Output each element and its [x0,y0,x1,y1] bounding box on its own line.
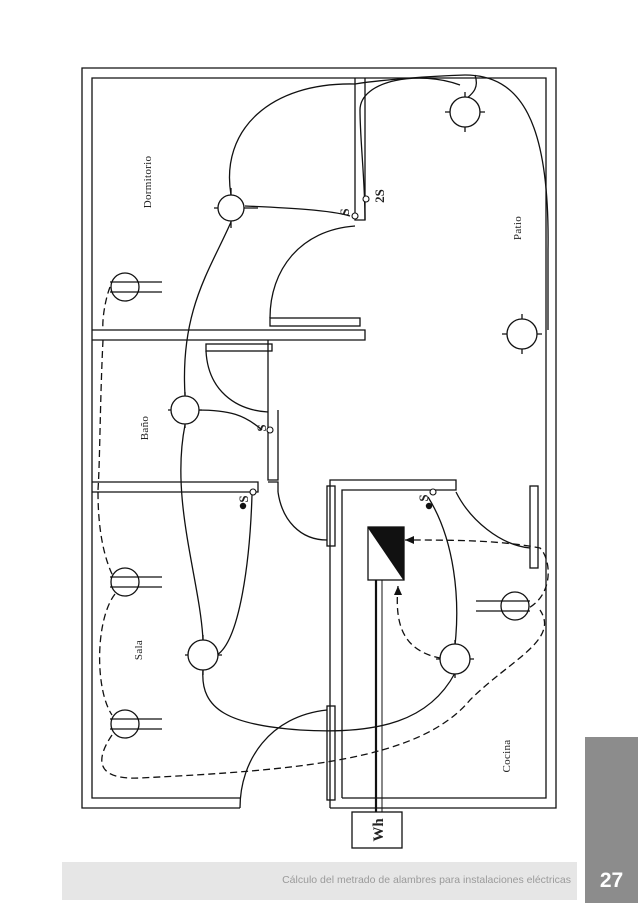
footer-title: Cálculo del metrado de alambres para ins… [282,874,571,886]
room-label-sala: Sala [133,640,145,660]
outlet-icon [110,272,162,302]
outlet-icon [476,591,530,621]
switch-dot [425,502,433,510]
switch-label-patio: 2S [372,189,387,203]
room-label-bano: Baño [139,416,151,441]
outlet-icon [110,709,162,739]
panel-board [367,526,405,581]
switch-label-cocina: S [416,494,431,501]
switch-contact [362,195,370,203]
door-swings [205,225,531,809]
room-label-dormitorio: Dormitorio [142,156,154,209]
page-number: 27 [599,869,624,892]
meter-label: Wh [371,818,387,842]
interior-walls [92,78,539,808]
ceiling-light-icon [214,188,258,228]
ceiling-light-icon [445,92,485,132]
outlet-icon [110,567,162,597]
wiring-solid [180,74,549,732]
switch-dot [239,502,247,510]
switch-contact [351,212,359,220]
outer-walls [81,67,557,809]
meter-box [351,811,403,849]
switch-contact [429,488,437,496]
ceiling-light-icon [185,635,222,675]
switch-label-bano: S [254,424,269,431]
ceiling-light-icon [436,640,474,678]
switch-label-dormitorio: S [337,208,352,215]
room-label-patio: Patio [512,216,524,240]
feed-arrows [394,536,414,595]
footer-bar: Cálculo del metrado de alambres para ins… [62,862,577,900]
side-tab [585,737,638,903]
room-label-cocina: Cocina [501,740,513,773]
switch-contact [266,426,274,434]
switch-contact [249,488,257,496]
ceiling-light-icon [168,392,202,428]
ceiling-light-icon [502,314,542,354]
wiring-dashed [97,286,549,779]
meter-feed [374,580,383,812]
switch-label-sala: S [236,495,251,502]
